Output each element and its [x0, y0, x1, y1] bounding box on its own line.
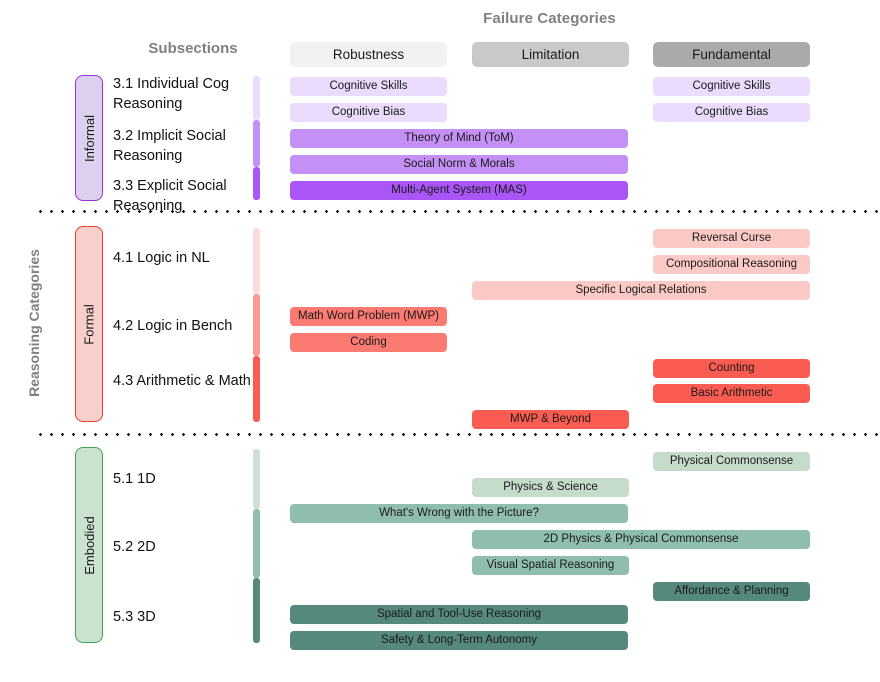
dotted-separator: [35, 210, 880, 213]
category-badge-label: Informal: [81, 114, 97, 162]
subsections-title: Subsections: [148, 40, 238, 57]
failure-bar[interactable]: Affordance & Planning: [653, 582, 810, 601]
failure-bar[interactable]: Physical Commonsense: [653, 452, 810, 471]
category-badge-label: Formal: [81, 303, 97, 345]
failure-bar[interactable]: Coding: [290, 333, 447, 352]
failure-bar[interactable]: Physics & Science: [472, 478, 629, 497]
subsection-color-strip: [253, 120, 260, 167]
category-badge-informal[interactable]: Informal: [75, 75, 103, 201]
subsection-color-strip: [253, 356, 260, 422]
category-badge-formal[interactable]: Formal: [75, 226, 103, 422]
subsection-label: 3.2 Implicit Social Reasoning: [113, 128, 226, 164]
subsection-color-strip: [253, 228, 260, 294]
reasoning-categories-axis-title: Reasoning Categories: [26, 249, 42, 397]
column-header-fundamental[interactable]: Fundamental: [653, 42, 810, 67]
failure-bar[interactable]: Specific Logical Relations: [472, 281, 810, 300]
failure-bar[interactable]: Basic Arithmetic: [653, 384, 810, 403]
failure-bar[interactable]: Counting: [653, 359, 810, 378]
subsection-color-strip: [253, 578, 260, 643]
subsection-color-strip: [253, 509, 260, 578]
subsection-label: 5.2 2D: [113, 539, 156, 555]
failure-bar[interactable]: Cognitive Bias: [653, 103, 810, 122]
failure-bar[interactable]: Math Word Problem (MWP): [290, 307, 447, 326]
subsection-color-strip: [253, 294, 260, 356]
failure-bar[interactable]: MWP & Beyond: [472, 410, 629, 429]
subsection-label: 5.1 1D: [113, 471, 156, 487]
failure-bar[interactable]: Safety & Long-Term Autonomy: [290, 631, 628, 650]
failure-bar[interactable]: Compositional Reasoning: [653, 255, 810, 274]
failure-bar[interactable]: Cognitive Skills: [290, 77, 447, 96]
subsection-label: 4.2 Logic in Bench: [113, 318, 233, 334]
subsection-color-strip: [253, 76, 260, 120]
subsection-label: 3.1 Individual Cog Reasoning: [113, 76, 230, 112]
failure-bar[interactable]: Reversal Curse: [653, 229, 810, 248]
subsection-color-strip: [253, 449, 260, 509]
column-header-limitation[interactable]: Limitation: [472, 42, 629, 67]
failure-bar[interactable]: Cognitive Skills: [653, 77, 810, 96]
failure-bar[interactable]: Multi-Agent System (MAS): [290, 181, 628, 200]
failure-bar[interactable]: Visual Spatial Reasoning: [472, 556, 629, 575]
failure-bar[interactable]: What's Wrong with the Picture?: [290, 504, 628, 523]
failure-bar[interactable]: Theory of Mind (ToM): [290, 129, 628, 148]
subsection-label: 4.3 Arithmetic & Math: [113, 373, 251, 389]
failure-categories-title: Failure Categories: [483, 10, 616, 27]
subsection-color-strip: [253, 167, 260, 200]
category-badge-label: Embodied: [81, 515, 97, 575]
failure-bar[interactable]: Spatial and Tool-Use Reasoning: [290, 605, 628, 624]
subsection-label: 5.3 3D: [113, 609, 156, 625]
failure-bar[interactable]: Cognitive Bias: [290, 103, 447, 122]
column-header-robustness[interactable]: Robustness: [290, 42, 447, 67]
category-badge-embodied[interactable]: Embodied: [75, 447, 103, 643]
subsection-label: 4.1 Logic in NL: [113, 250, 210, 266]
failure-bar[interactable]: Social Norm & Morals: [290, 155, 628, 174]
failure-bar[interactable]: 2D Physics & Physical Commonsense: [472, 530, 810, 549]
dotted-separator: [35, 433, 880, 436]
